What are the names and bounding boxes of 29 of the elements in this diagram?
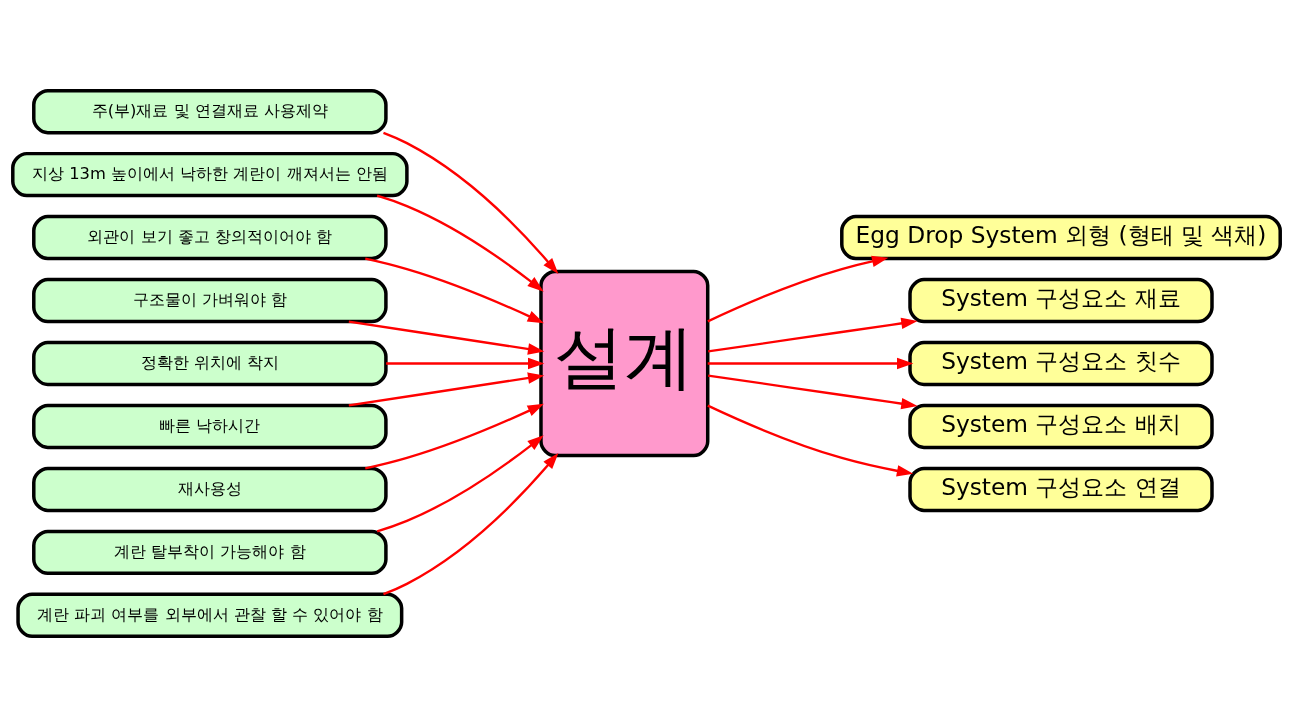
node-box: 구조물이 가벼워야 함 bbox=[32, 277, 388, 324]
node-box: 설계 bbox=[539, 269, 710, 458]
arrow bbox=[707, 404, 914, 477]
arrow bbox=[707, 357, 914, 370]
arrow bbox=[707, 255, 889, 323]
node-box: 빠른 낙하시간 bbox=[32, 403, 388, 450]
arrow bbox=[376, 435, 544, 533]
arrow bbox=[376, 194, 544, 292]
arrow bbox=[383, 452, 559, 596]
node-box: Egg Drop System 외형 (형태 및 색채) bbox=[840, 214, 1282, 261]
node-box: 지상 13m 높이에서 낙하한 계란이 깨져서는 안됨 bbox=[11, 151, 409, 198]
node-box: 재사용성 bbox=[32, 466, 388, 513]
arrow bbox=[383, 131, 559, 275]
arrow bbox=[708, 317, 918, 353]
node-box: 계란 파괴 여부를 외부에서 관찰 할 수 있어야 함 bbox=[16, 592, 404, 639]
node-box: System 구성요소 배치 bbox=[908, 403, 1214, 450]
arrow bbox=[348, 372, 545, 407]
node-box: System 구성요소 칫수 bbox=[908, 340, 1214, 387]
node-box: System 구성요소 연결 bbox=[908, 466, 1214, 513]
arrow bbox=[386, 357, 545, 370]
node-box: System 구성요소 재료 bbox=[908, 277, 1214, 324]
arrow bbox=[365, 403, 544, 470]
arrow bbox=[708, 374, 918, 410]
arrow bbox=[348, 320, 545, 355]
node-box: 정확한 위치에 착지 bbox=[32, 340, 388, 387]
node-box: 외관이 보기 좋고 창의적이어야 함 bbox=[32, 214, 388, 261]
node-box: 계란 탈부착이 가능해야 함 bbox=[32, 529, 388, 576]
node-box: 주(부)재료 및 연결재료 사용제약 bbox=[32, 88, 388, 135]
arrow bbox=[365, 257, 544, 324]
